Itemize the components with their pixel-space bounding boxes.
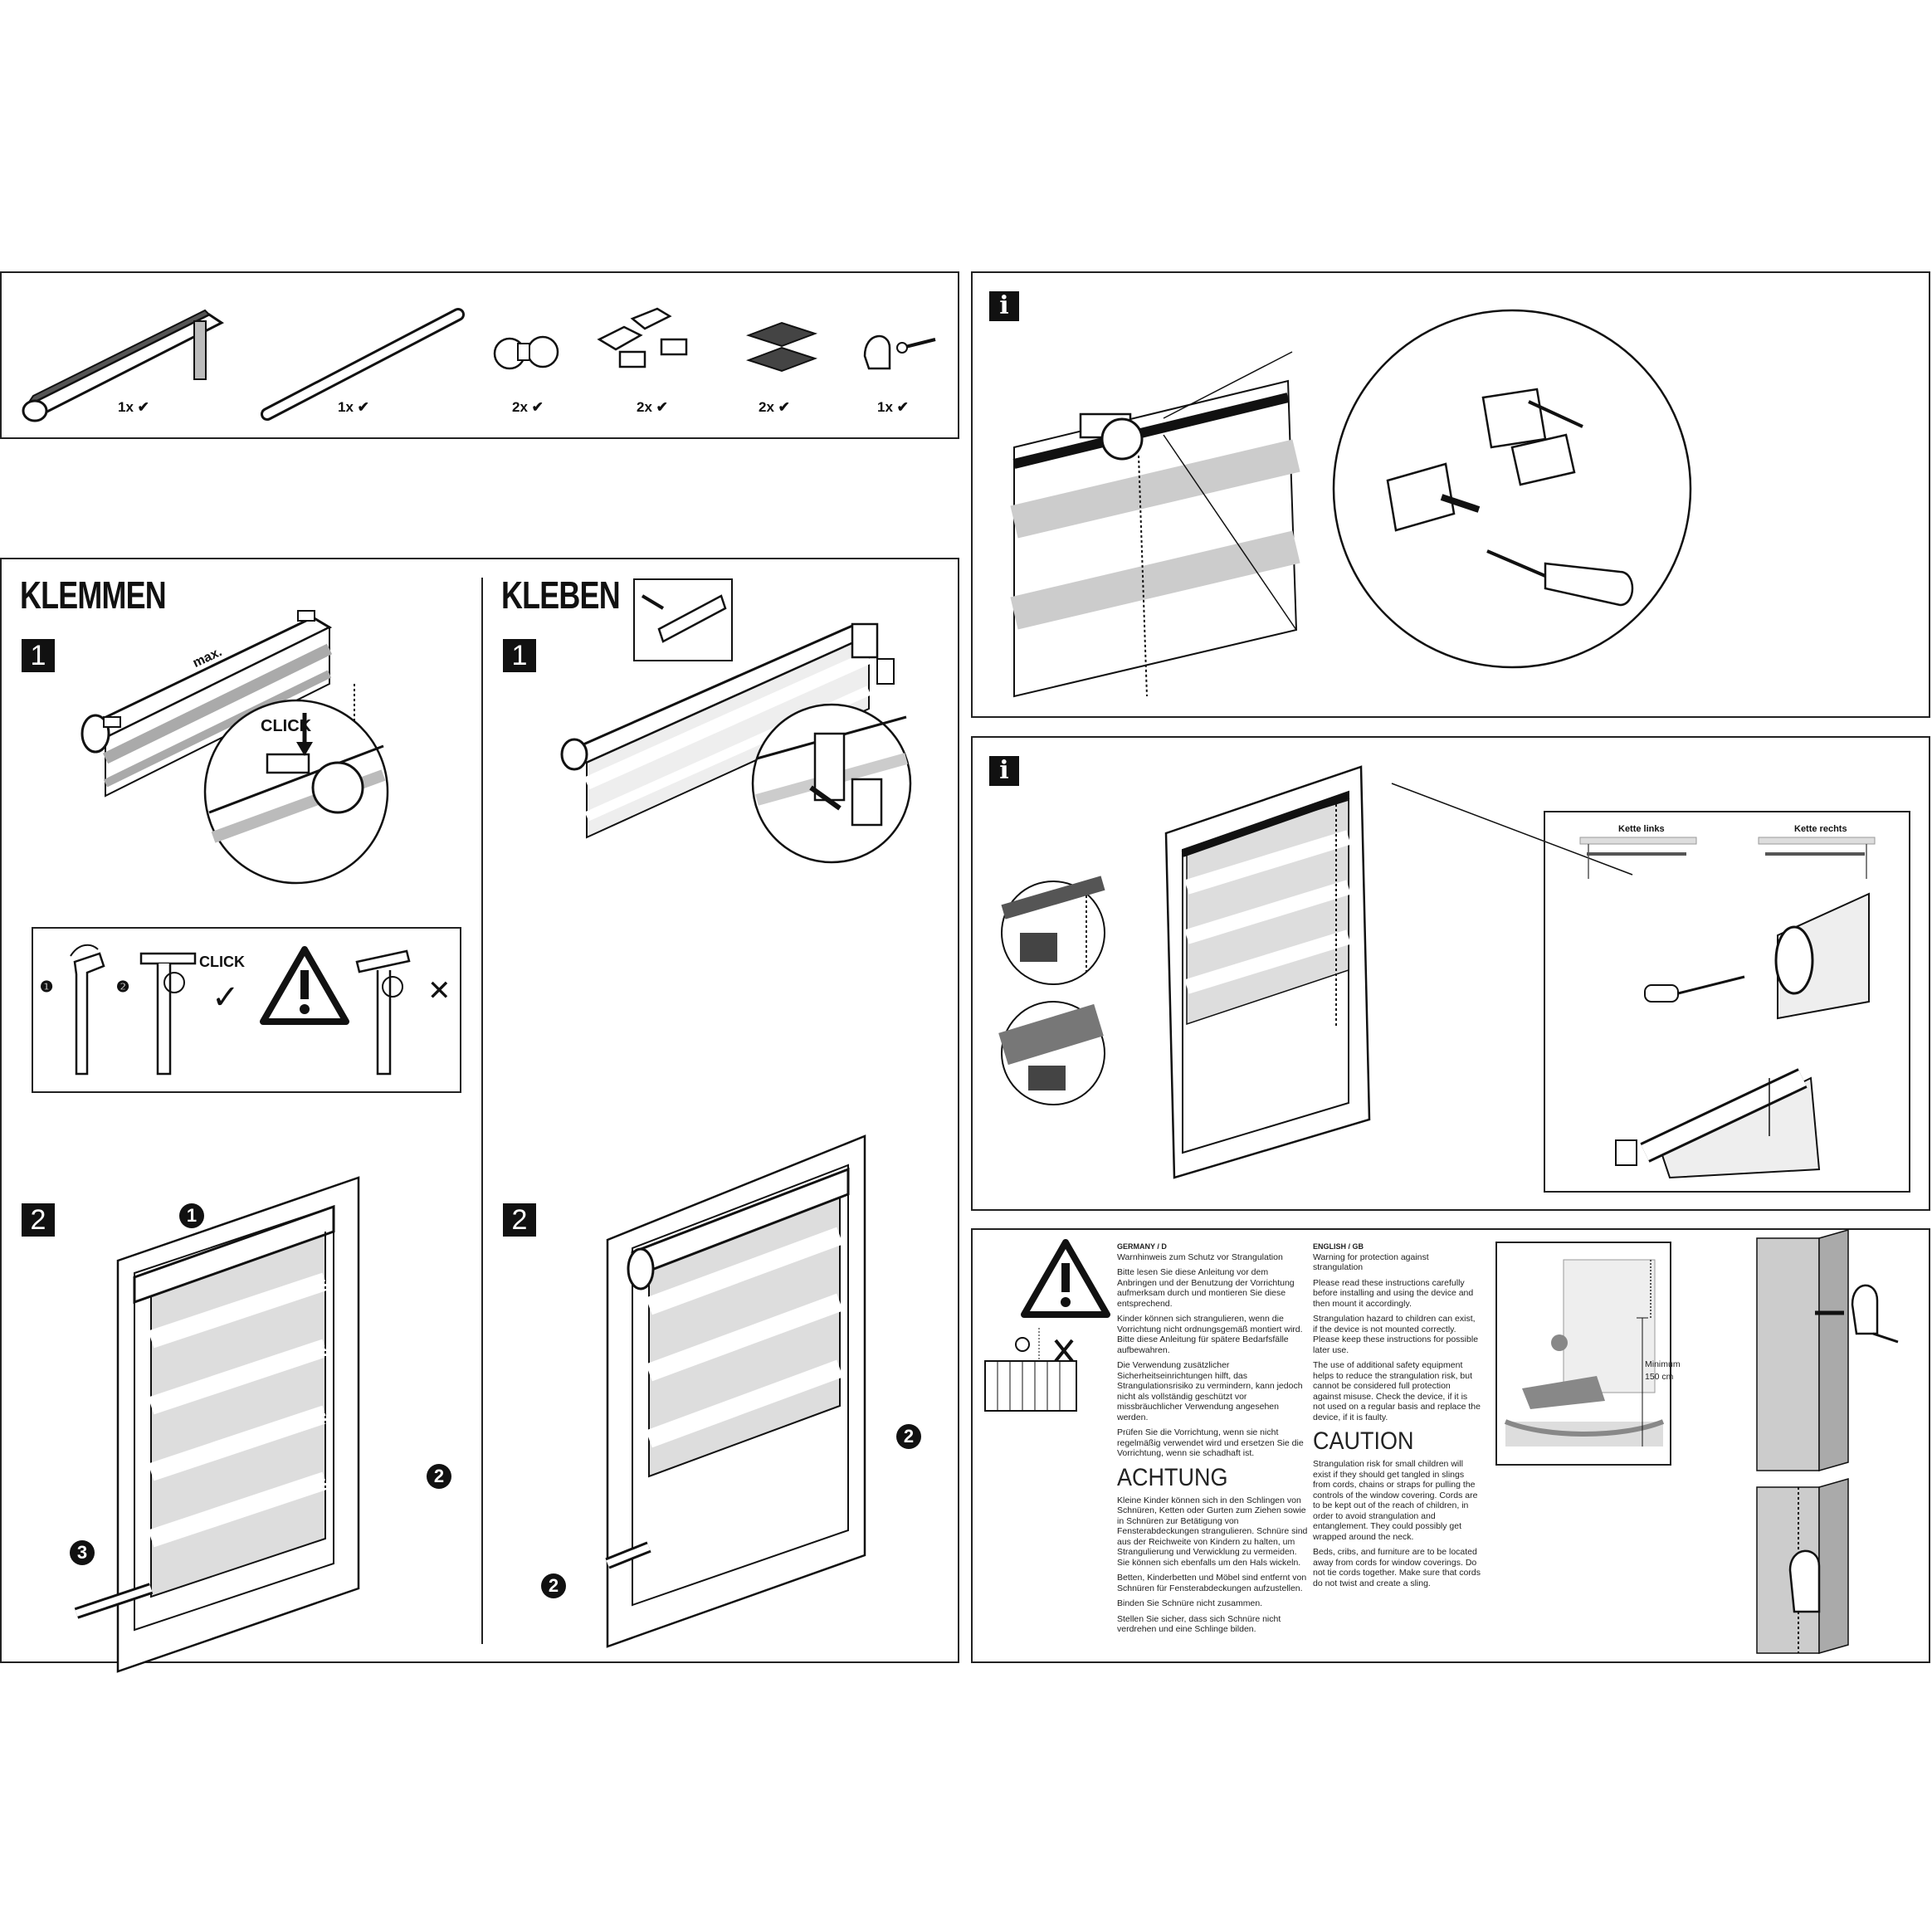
de-paragraph-5: Kleine Kinder können sich in den Schling… — [1117, 1495, 1308, 1568]
bottom-rod-illustration — [261, 308, 465, 421]
adhesive-detail-circle — [751, 703, 912, 864]
parts-panel: 1x ✔ 1x ✔ 2x ✔ 2x ✔ 2x ✔ 1x ✔ — [0, 271, 959, 439]
warning-triangle-icon — [260, 946, 349, 1025]
en-country: ENGLISH / GB — [1313, 1242, 1364, 1251]
klemmen-callout-1: 1 — [179, 1203, 204, 1228]
chain-right-diagram — [1758, 837, 1876, 879]
info-icon: i — [989, 291, 1019, 321]
info-icon-2: i — [989, 756, 1019, 786]
klemmen-callout-3: 3 — [70, 1540, 95, 1565]
de-paragraph-6: Betten, Kinderbetten und Möbel sind entf… — [1117, 1573, 1307, 1593]
end-cap-illustration — [493, 335, 559, 370]
de-paragraph-3: Die Verwendung zusätzlicher Sicherheitse… — [1117, 1360, 1303, 1422]
crib-child-illustration — [984, 1328, 1077, 1412]
adhesive-pads-illustration — [745, 321, 818, 373]
safety-warning-triangle-icon — [1021, 1239, 1110, 1318]
info-panel-top: i — [971, 271, 1930, 718]
chain-detail-circle-top — [1001, 876, 1105, 985]
qty-bottom-rod: 1x ✔ — [338, 399, 369, 415]
cord-safety-clip-illustration — [863, 334, 936, 370]
clip-step-2-illustration — [139, 952, 197, 1076]
en-paragraph-4: Strangulation risk for small children wi… — [1313, 1459, 1478, 1542]
en-paragraph-2: Strangulation hazard to children can exi… — [1313, 1314, 1479, 1355]
adhesive-inset-illustration — [633, 578, 733, 661]
chain-left-label: Kette links — [1618, 824, 1665, 834]
minimum-height-box: Minimum 150 cm — [1495, 1242, 1681, 1466]
info-panel-chain: i Kette links Kette rechts — [971, 736, 1930, 1211]
clips-illustration — [597, 307, 688, 368]
click-label: CLICK — [261, 717, 312, 735]
headrail-illustration — [22, 309, 224, 422]
kleben-step-2: 2 — [503, 1203, 536, 1237]
de-subtitle: Warnhinweis zum Schutz vor Strangulation — [1117, 1251, 1283, 1262]
clip-wrong-mark: ✕ — [427, 975, 451, 1007]
qty-adhesive-pads: 2x ✔ — [759, 399, 790, 415]
wall-cord-clip-illustration — [1756, 1229, 1899, 1654]
clip-step-1-number: ❶ — [40, 978, 54, 995]
child-rocking-horse-illustration — [1504, 1259, 1665, 1447]
en-paragraph-3: The use of additional safety equipment h… — [1313, 1360, 1481, 1422]
klemmen-title: KLEMMEN — [20, 573, 167, 617]
clip-step-1-illustration — [70, 944, 105, 1076]
safety-text-en: ENGLISH / GB Warning for protection agai… — [1313, 1242, 1481, 1593]
en-paragraph-1: Please read these instructions carefully… — [1313, 1277, 1474, 1309]
de-heading: ACHTUNG — [1117, 1463, 1228, 1491]
chain-right-label: Kette rechts — [1794, 824, 1847, 834]
clip-detail-box: ❶ ❷ CLICK ✓ ✕ — [32, 927, 461, 1093]
en-paragraph-5: Beds, cribs, and furniture are to be loc… — [1313, 1547, 1481, 1588]
clip-wrong-illustration — [355, 949, 411, 1076]
kleben-title: KLEBEN — [501, 573, 621, 617]
klemmen-step-1: 1 — [22, 639, 55, 672]
callout-lines — [1391, 783, 1633, 876]
clip-step-2-number: ❷ — [116, 978, 130, 995]
clamp-headrail-illustration — [80, 610, 355, 798]
clamp-window-mount-illustration — [74, 1176, 360, 1673]
chain-side-box: Kette links Kette rechts — [1544, 811, 1910, 1193]
minimum-value: 150 cm — [1645, 1372, 1674, 1382]
bracket-release-illustration — [1010, 309, 1692, 698]
adhesive-window-mount-illustration — [605, 1134, 866, 1648]
qty-clips: 2x ✔ — [637, 399, 668, 415]
qty-headrail: 1x ✔ — [118, 399, 149, 415]
en-subtitle: Warning for protection against strangula… — [1313, 1251, 1429, 1273]
adhesive-headrail-illustration — [560, 622, 895, 839]
mounting-panel: KLEMMEN 1 max. CLICK ❶ ❷ CLICK — [0, 558, 959, 1673]
clamp-detail-circle — [203, 699, 389, 885]
de-paragraph-7: Binden Sie Schnüre nicht zusammen. — [1117, 1598, 1263, 1608]
klemmen-step-2: 2 — [22, 1203, 55, 1237]
column-divider — [481, 578, 483, 1644]
klemmen-callout-2: 2 — [427, 1464, 451, 1489]
en-heading: CAUTION — [1313, 1427, 1414, 1455]
chain-detail-circle-bottom — [998, 1001, 1105, 1105]
kleben-callout-2-left: 2 — [541, 1573, 566, 1598]
window-blind-illustration — [1164, 765, 1371, 1179]
clip-click-label: CLICK — [199, 954, 245, 970]
de-country: GERMANY / D — [1117, 1242, 1167, 1251]
kleben-callout-2-right: 2 — [896, 1424, 921, 1449]
rod-removal-diagram — [1615, 1068, 1821, 1179]
endcap-removal-diagram — [1644, 892, 1870, 1020]
qty-safety-clip: 1x ✔ — [877, 399, 909, 415]
chain-left-diagram — [1579, 837, 1697, 879]
de-paragraph-4: Prüfen Sie die Vorrichtung, wenn sie nic… — [1117, 1427, 1304, 1458]
safety-panel: GERMANY / D Warnhinweis zum Schutz vor S… — [971, 1228, 1930, 1663]
qty-end-caps: 2x ✔ — [512, 399, 544, 415]
safety-text-de: GERMANY / D Warnhinweis zum Schutz vor S… — [1117, 1242, 1308, 1640]
de-paragraph-8: Stellen Sie sicher, dass sich Schnüre ni… — [1117, 1613, 1281, 1635]
de-paragraph-1: Bitte lesen Sie diese Anleitung vor dem … — [1117, 1267, 1295, 1309]
kleben-step-1: 1 — [503, 639, 536, 672]
clip-ok-mark: ✓ — [212, 979, 240, 1016]
de-paragraph-2: Kinder können sich strangulieren, wenn d… — [1117, 1314, 1303, 1355]
minimum-label: Minimum — [1645, 1359, 1681, 1369]
